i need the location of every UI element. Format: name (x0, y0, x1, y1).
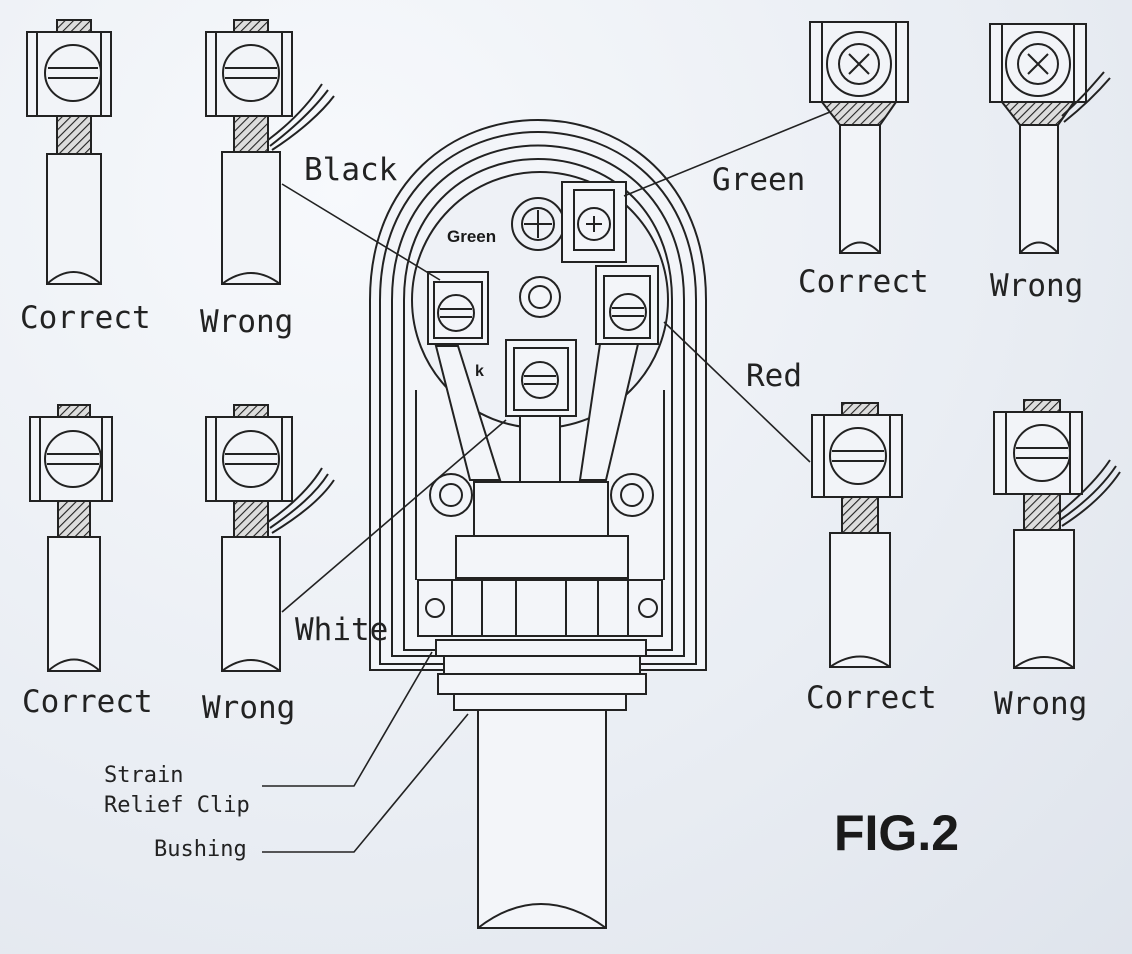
terminal-example-correct-4 (811, 402, 903, 668)
terminal-example-correct-3 (809, 21, 909, 254)
strain-relief-clip (417, 579, 663, 637)
caption-correct-3: Correct (798, 264, 929, 300)
white-terminal (505, 339, 577, 417)
terminal-example-wrong-2 (205, 404, 335, 672)
label-green-terminal: Green (447, 227, 496, 246)
internal-wires (434, 343, 640, 483)
leader-lines (262, 111, 831, 853)
caption-wrong-2: Wrong (202, 690, 295, 726)
label-black: Black (304, 152, 398, 188)
terminal-example-correct-1 (26, 19, 112, 285)
label-white: White (295, 612, 388, 648)
label-strain-line1: Strain (104, 763, 183, 788)
black-terminal (427, 271, 489, 345)
label-strain-line2: Relief Clip (104, 793, 250, 818)
terminal-example-wrong-4 (993, 399, 1121, 669)
plug-assembly (369, 119, 707, 929)
bushing (435, 639, 647, 711)
figure-title: FIG.2 (834, 805, 959, 861)
label-bushing: Bushing (154, 837, 247, 862)
label-red: Red (746, 358, 802, 394)
caption-wrong-3: Wrong (990, 268, 1083, 304)
caption-correct-2: Correct (22, 684, 153, 720)
caption-correct-1: Correct (20, 300, 151, 336)
terminal-example-correct-2 (29, 404, 113, 672)
caption-correct-4: Correct (806, 680, 937, 716)
terminal-example-wrong-1 (205, 19, 335, 285)
caption-wrong-1: Wrong (200, 304, 293, 340)
label-green: Green (712, 162, 805, 198)
green-ground-screw (511, 197, 565, 251)
caption-wrong-4: Wrong (994, 686, 1087, 722)
ground-terminal (561, 181, 627, 263)
label-bk-fragment: k (475, 363, 484, 380)
terminal-example-wrong-3 (989, 23, 1111, 254)
red-terminal (595, 265, 659, 345)
